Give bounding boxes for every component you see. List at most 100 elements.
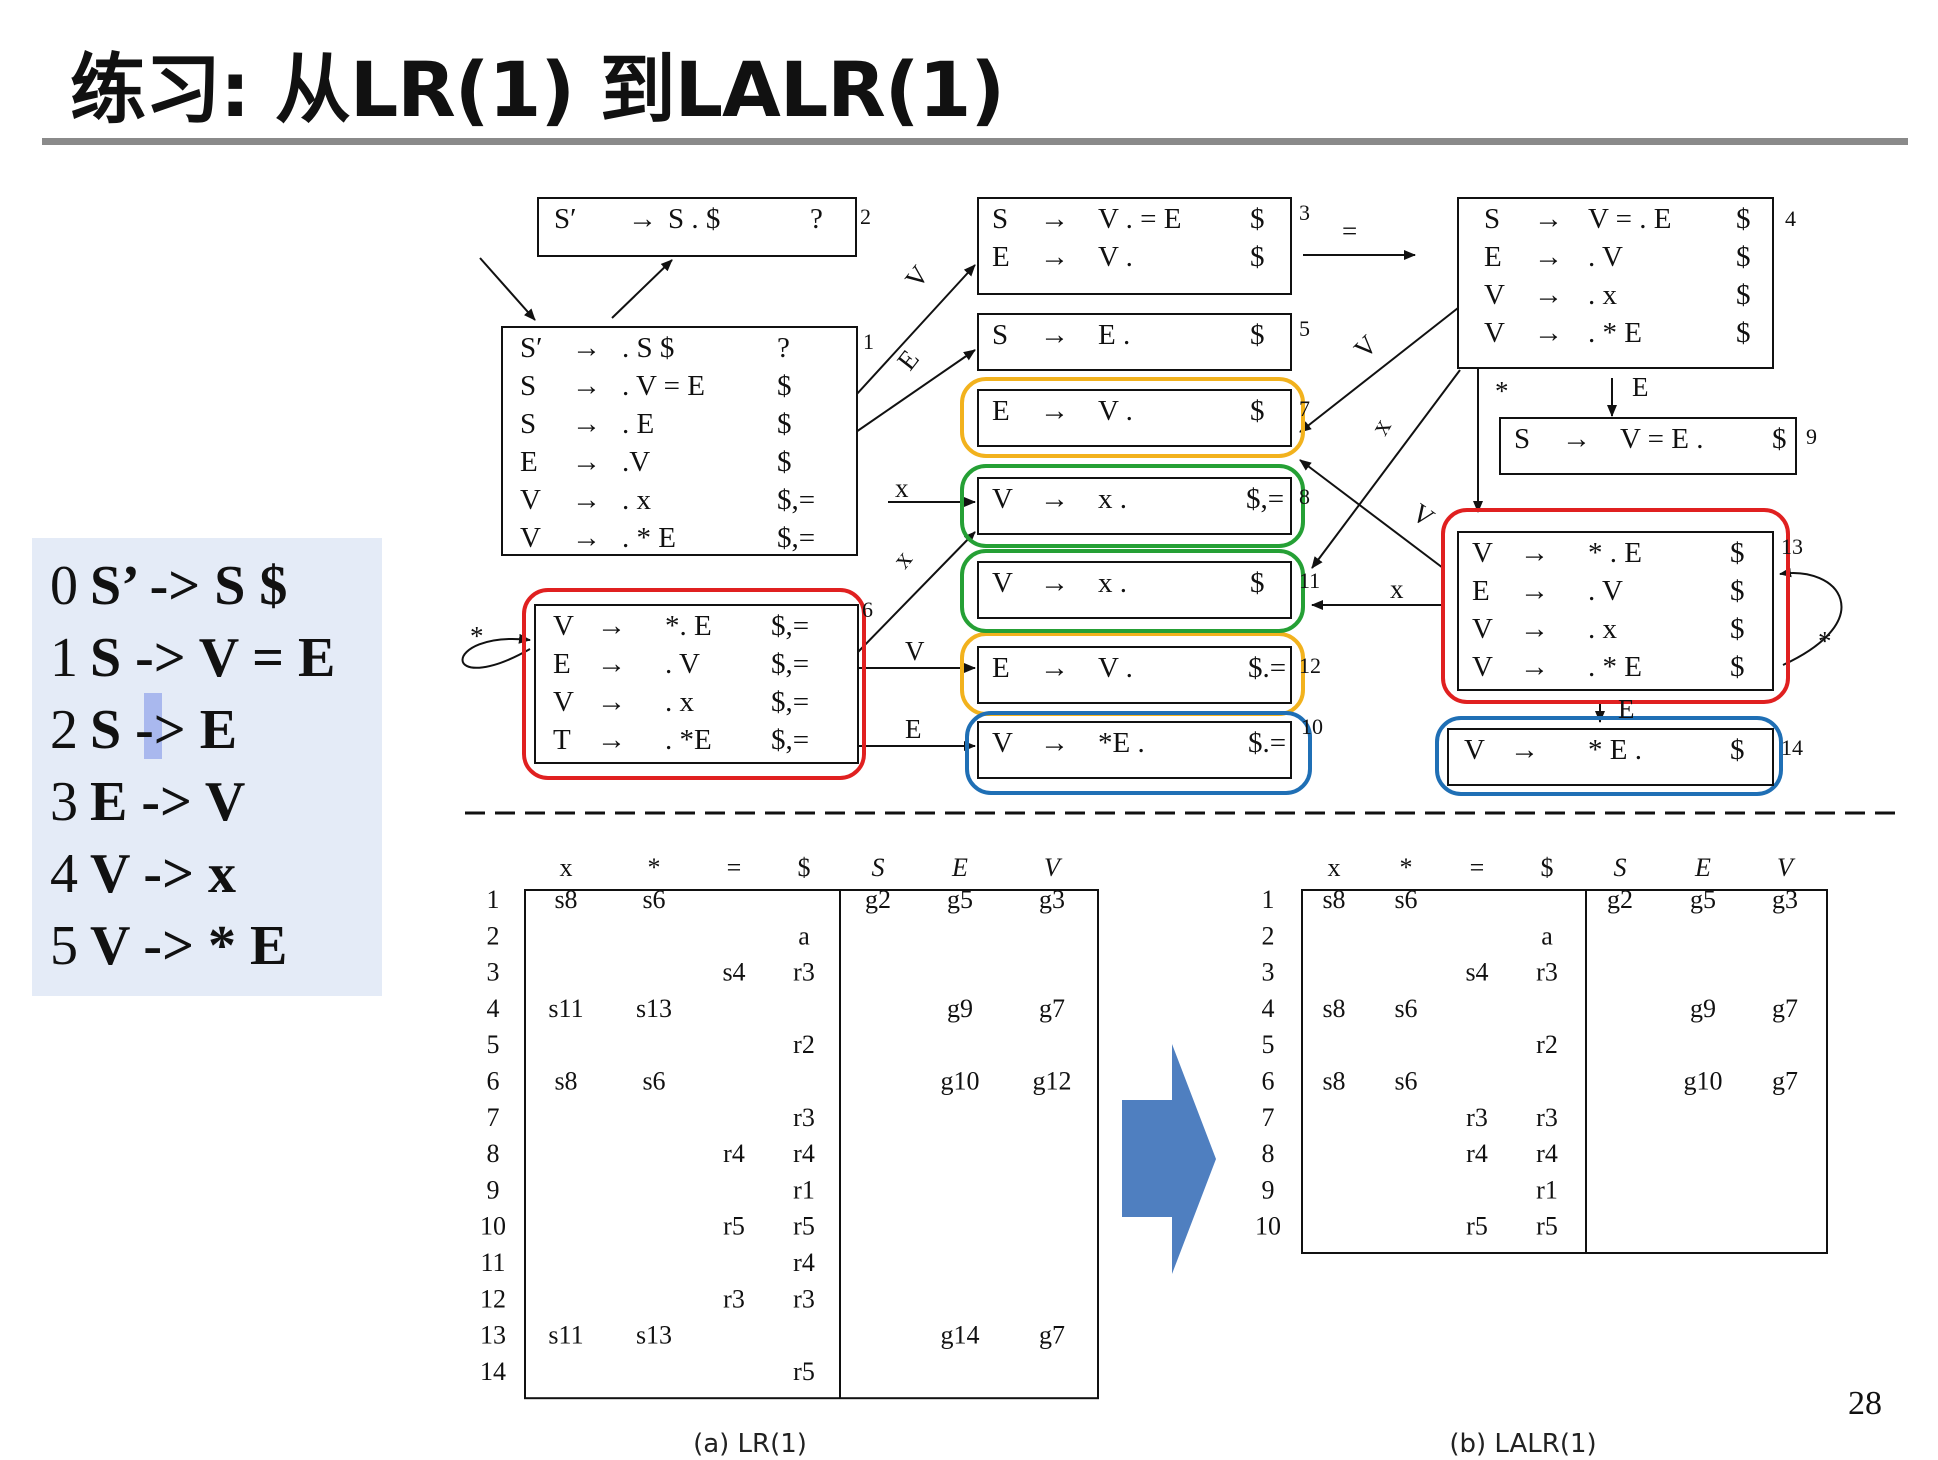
item-token: . V <box>665 648 700 680</box>
item-token: * . E <box>1588 537 1642 569</box>
item-token: .V <box>622 446 650 478</box>
state-number: 12 <box>1299 653 1321 678</box>
item-token: * E . <box>1588 734 1642 766</box>
row-number: 2 <box>1262 921 1275 950</box>
item-token: $,= <box>777 484 815 516</box>
item-token: V <box>553 610 574 642</box>
item-token: V . <box>1098 652 1133 684</box>
text-highlight <box>144 693 162 759</box>
item-token: V <box>520 484 541 516</box>
item-token: V <box>520 522 541 554</box>
item-token: *. E <box>665 610 712 642</box>
row-number: 3 <box>1262 958 1275 987</box>
edge-label: * <box>470 621 484 651</box>
item-token: → <box>597 648 626 680</box>
state-2: 2S′→S . $? <box>537 197 871 257</box>
item-token: $ <box>1736 241 1751 273</box>
item-token: S′ <box>554 203 576 235</box>
table-cell: g14 <box>941 1321 980 1350</box>
table-cell: g9 <box>947 994 973 1023</box>
state-number: 13 <box>1781 534 1803 559</box>
state-12: 12E→V .$.= <box>977 646 1321 704</box>
table-cell: s13 <box>636 1321 672 1350</box>
edge-label: * <box>1818 626 1832 656</box>
column-header: x <box>1328 853 1341 882</box>
item-token: S <box>992 319 1008 351</box>
column-header: = <box>727 853 742 882</box>
table-cell: s6 <box>1394 1067 1417 1096</box>
table-cell: r5 <box>793 1212 815 1241</box>
item-token: $ <box>1772 423 1787 455</box>
row-number: 8 <box>487 1139 500 1168</box>
table-cell: s13 <box>636 994 672 1023</box>
state-11: 11V→x .$ <box>977 561 1320 619</box>
item-token: → <box>597 724 626 756</box>
column-header: $ <box>1541 853 1554 882</box>
table-cell: g7 <box>1772 1067 1798 1096</box>
row-number: 14 <box>480 1357 506 1386</box>
item-token: $ <box>1250 203 1265 235</box>
item-token: $.= <box>1248 652 1286 684</box>
item-token: $,= <box>771 610 809 642</box>
edge-label: = <box>1342 216 1357 246</box>
item-token: S <box>520 370 536 402</box>
row-number: 6 <box>487 1067 500 1096</box>
item-token: → <box>572 522 601 554</box>
table-cell: g10 <box>1684 1067 1723 1096</box>
column-header: $ <box>798 853 811 882</box>
row-number: 11 <box>480 1248 505 1277</box>
item-token: $ <box>1250 241 1265 273</box>
table-cell: s11 <box>548 1321 583 1350</box>
edge-label: x <box>886 544 918 574</box>
transition-arrow <box>461 633 531 669</box>
state-6: 6V→*. E$,=E→. V$,=V→. x$,=T→. *E$,= <box>534 597 873 764</box>
item-token: $.= <box>1248 727 1286 759</box>
table-cell: s6 <box>642 1067 665 1096</box>
table-cell: g12 <box>1033 1067 1072 1096</box>
state-1: 1S′→. S $?S→. V = E$S→. E$E→.V$V→. x$,=V… <box>501 326 874 556</box>
item-token: → <box>1520 575 1549 607</box>
item-token: S <box>1484 203 1500 235</box>
item-token: V . = E <box>1098 203 1182 235</box>
column-header: E <box>951 853 968 882</box>
transition-arrow <box>857 531 976 653</box>
item-token: . E <box>622 408 654 440</box>
item-token: . * E <box>1588 651 1642 683</box>
state-number: 4 <box>1785 206 1796 231</box>
item-token: S <box>520 408 536 440</box>
table-caption: (b) LALR(1) <box>1449 1429 1596 1459</box>
highlight-box <box>960 377 1305 458</box>
item-token: → <box>1534 317 1563 349</box>
column-header: V <box>1044 853 1063 882</box>
transition-arrow <box>1779 567 1843 666</box>
state-3: 3S→V . = E$E→V .$ <box>977 197 1310 295</box>
row-number: 7 <box>1262 1103 1275 1132</box>
item-token: S′ <box>520 332 542 364</box>
edge-label: * <box>1495 376 1509 406</box>
item-token: $ <box>1736 317 1751 349</box>
state-number: 11 <box>1299 568 1320 593</box>
item-token: → <box>1534 203 1563 235</box>
item-token: $ <box>777 370 792 402</box>
table-cell: s4 <box>722 958 745 987</box>
item-token: V <box>992 567 1013 599</box>
state-7: 7E→V .$ <box>977 389 1310 447</box>
item-token: E <box>992 652 1010 684</box>
row-number: 1 <box>487 885 500 914</box>
state-number: 7 <box>1299 396 1310 421</box>
table-cell: g7 <box>1039 994 1065 1023</box>
edge-label: E <box>1632 372 1649 402</box>
column-header: V <box>1777 853 1796 882</box>
row-number: 9 <box>487 1175 500 1204</box>
item-token: $,= <box>771 686 809 718</box>
table-cell: s8 <box>554 1067 577 1096</box>
